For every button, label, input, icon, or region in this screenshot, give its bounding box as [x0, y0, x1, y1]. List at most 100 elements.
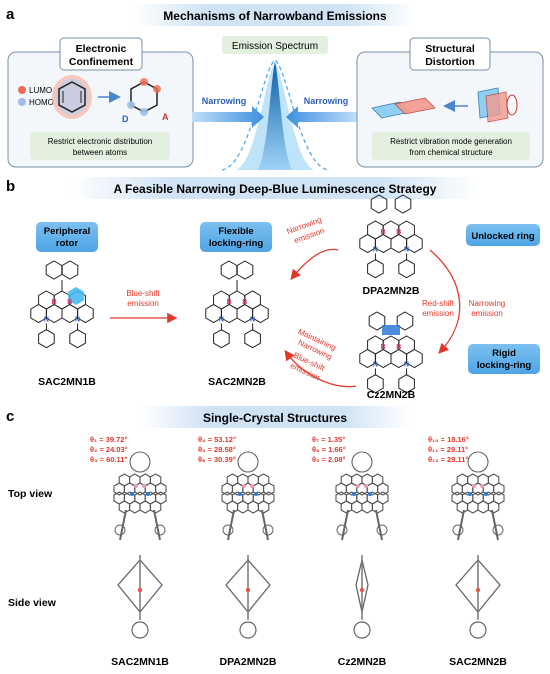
mol-name-sac2mn1b: SAC2MN1B	[38, 376, 96, 388]
crystal-ring	[371, 500, 384, 514]
nitrogen-atom	[484, 492, 488, 496]
side-view-pendant-ring	[131, 621, 149, 639]
ring	[406, 348, 423, 369]
nitrogen-atom-label: N	[219, 317, 224, 324]
torsion-angle-label: θ₉ = 2.08°	[312, 455, 346, 464]
arrow-narrowing-right-label-1: Narrowing	[469, 299, 505, 308]
boron-atom-label: B	[67, 299, 72, 306]
lumo-legend-label: LUMO	[29, 86, 52, 95]
crystal-ring	[477, 500, 489, 514]
panel-b-letter: b	[6, 178, 15, 195]
boron-atom	[250, 484, 254, 488]
nitrogen-atom-label: N	[404, 362, 409, 369]
arrow-redshift-label-2: emission	[422, 309, 454, 318]
structural-caption-1: Restrict vibration mode generation	[390, 137, 512, 146]
nitrogen-atom-label: N	[373, 247, 378, 254]
homo-legend-dot	[18, 98, 26, 106]
fluorene-ring	[45, 260, 63, 280]
crystal-ring	[487, 500, 500, 514]
mol-name-cz2mn2b: Cz2MN2B	[367, 389, 416, 401]
phenyl-ring	[394, 194, 412, 214]
structural-caption-box	[372, 132, 530, 160]
electronic-caption-box	[30, 132, 170, 160]
fluorene-ring	[220, 260, 238, 280]
carbazole-ring	[368, 311, 386, 331]
ring	[406, 233, 423, 254]
electronic-confinement-title-box	[59, 37, 143, 71]
crystal-ring	[226, 500, 239, 514]
crystal-ring	[237, 500, 249, 514]
nitrogen-atom-label: N	[250, 317, 255, 324]
boron-atom-label: B	[396, 344, 401, 351]
torsion-angle-label: θ₁₁ = 29.11°	[428, 445, 468, 454]
row-label-side-view: Side view	[8, 597, 57, 609]
narrowing-arrow-right	[286, 106, 358, 128]
panel-a-banner	[135, 4, 415, 26]
emission-spectrum-label: Emission Spectrum	[232, 41, 318, 52]
emission-spectrum-label-box	[222, 36, 328, 54]
tolyl-ring	[367, 374, 384, 394]
crystal-ring	[113, 482, 125, 496]
crystal-ring	[155, 482, 167, 496]
tag-unlocked-ring	[466, 224, 540, 246]
nitrogen-atom-label: N	[75, 317, 80, 324]
tag-rigid-locking-ring	[468, 344, 540, 374]
side-view-pendant-ring	[469, 621, 487, 639]
panel-c-letter: c	[6, 408, 14, 425]
pendant-ring	[452, 524, 464, 536]
crystal-ring	[451, 482, 463, 496]
torsion-angle-label: θ₇ = 1.35°	[312, 435, 345, 444]
nitrogen-atom	[130, 492, 134, 496]
boron-atom	[134, 484, 138, 488]
rotating-plane-icon	[477, 87, 518, 123]
carbazole-ring	[396, 311, 414, 331]
pendant-ring	[492, 524, 504, 536]
electronic-caption-1: Restrict electronic distribution	[48, 137, 152, 146]
crystal-structures: θ₁ = 39.72°θ₂ = 24.03°θ₃ = 60.11°SAC2MN1…	[90, 435, 507, 668]
torsion-angle-label: θ₆ = 30.39°	[198, 455, 236, 464]
side-view-atom	[245, 587, 251, 593]
boron-atom-label: B	[242, 299, 247, 306]
narrowing-arrow-right-label: Narrowing	[304, 96, 349, 106]
torsion-angle-label: θ₈ = 1.66°	[312, 445, 346, 454]
torsion-angle-label: θ₁ = 39.72°	[90, 435, 127, 444]
crystal-ring	[351, 500, 363, 514]
panel-b-title: A Feasible Narrowing Deep-Blue Luminesce…	[114, 182, 437, 196]
nitrogen-atom-label: N	[44, 317, 49, 324]
boron-atom	[142, 484, 146, 488]
crystal-name-label: SAC2MN2B	[449, 656, 507, 668]
nitrogen-atom-label: N	[373, 362, 378, 369]
ring	[252, 303, 269, 324]
crystal-ring	[361, 500, 373, 514]
crystal-ring	[129, 500, 141, 514]
tolyl-ring	[398, 259, 415, 279]
arrow-blueshift-label-1: Blue-shift	[126, 289, 160, 298]
fluorene-ring	[236, 260, 254, 280]
arrow-redshift-label-1: Red-shift	[422, 299, 455, 308]
crystal-ring	[340, 500, 353, 514]
torsion-angle-label: θ₂ = 24.03°	[90, 445, 128, 454]
tolyl-ring	[367, 259, 384, 279]
boron-atom-label: B	[381, 229, 386, 236]
tag-peripheral-rotor-1: Peripheral	[44, 226, 90, 237]
narrowing-arrow-left	[192, 106, 264, 128]
phenyl-ring	[370, 194, 388, 214]
tolyl-ring	[398, 374, 415, 394]
panel-c-banner	[140, 406, 410, 428]
crystal-name-label: DPA2MN2B	[220, 656, 277, 668]
lumo-legend-dot	[18, 86, 26, 94]
crystal-ring	[257, 500, 270, 514]
pendant-ring	[114, 524, 126, 536]
top-fragment	[129, 451, 151, 473]
nitrogen-atom-label: N	[404, 247, 409, 254]
homo-legend-label: HOMO	[29, 98, 54, 107]
crystal-ring	[221, 482, 233, 496]
ring	[359, 348, 376, 369]
crystal-ring	[263, 482, 275, 496]
torsion-angle-label: θ₅ = 28.58°	[198, 445, 236, 454]
electronic-confinement-title-1: Electronic	[76, 43, 127, 55]
